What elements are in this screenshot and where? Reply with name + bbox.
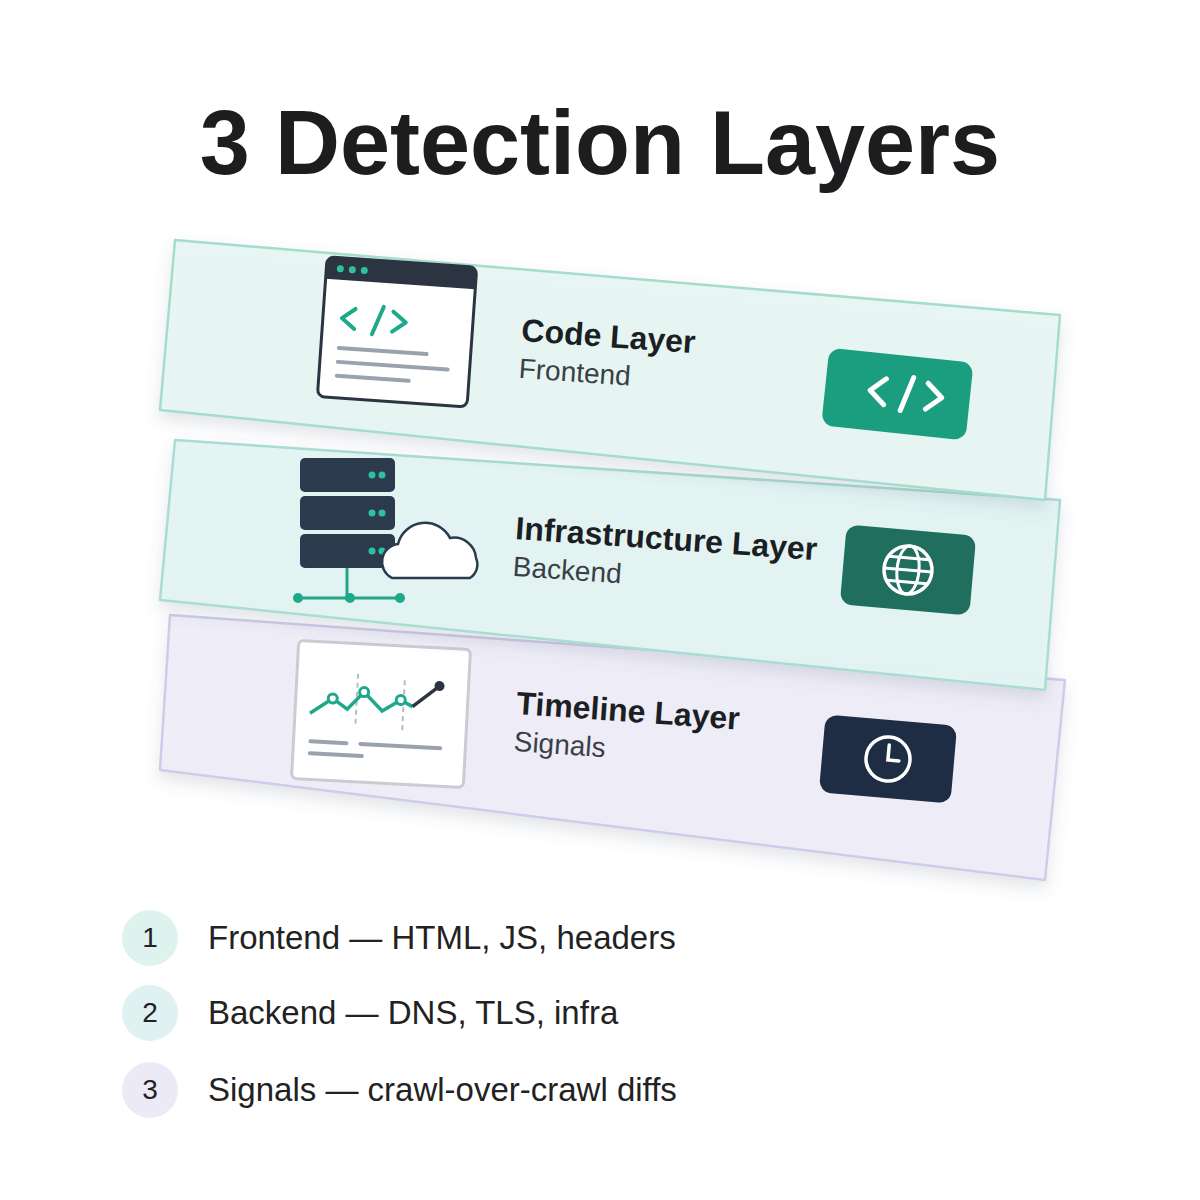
diagram-title: 3 Detection Layers — [0, 88, 1200, 198]
list-note: Signals — crawl-over-crawl diffs — [208, 1069, 677, 1111]
layer-panel: Code LayerFrontend — [150, 230, 1080, 515]
step-digit: 1 — [142, 922, 158, 954]
step-digit: 2 — [142, 997, 158, 1029]
layer-icon — [317, 257, 973, 441]
step-number: 3 — [122, 1062, 178, 1118]
step-digit: 3 — [142, 1074, 158, 1106]
list-note: Backend — DNS, TLS, infra — [208, 992, 618, 1034]
layer-icon — [293, 458, 976, 616]
panel-text: Code LayerFrontend — [518, 310, 697, 400]
list-note: Frontend — HTML, JS, headers — [208, 917, 676, 959]
step-number: 2 — [122, 985, 178, 1041]
panel-text: Timeline LayerSignals — [513, 683, 741, 776]
layer-icon — [292, 641, 958, 804]
step-number: 1 — [122, 910, 178, 966]
panel-plate — [160, 615, 1065, 880]
